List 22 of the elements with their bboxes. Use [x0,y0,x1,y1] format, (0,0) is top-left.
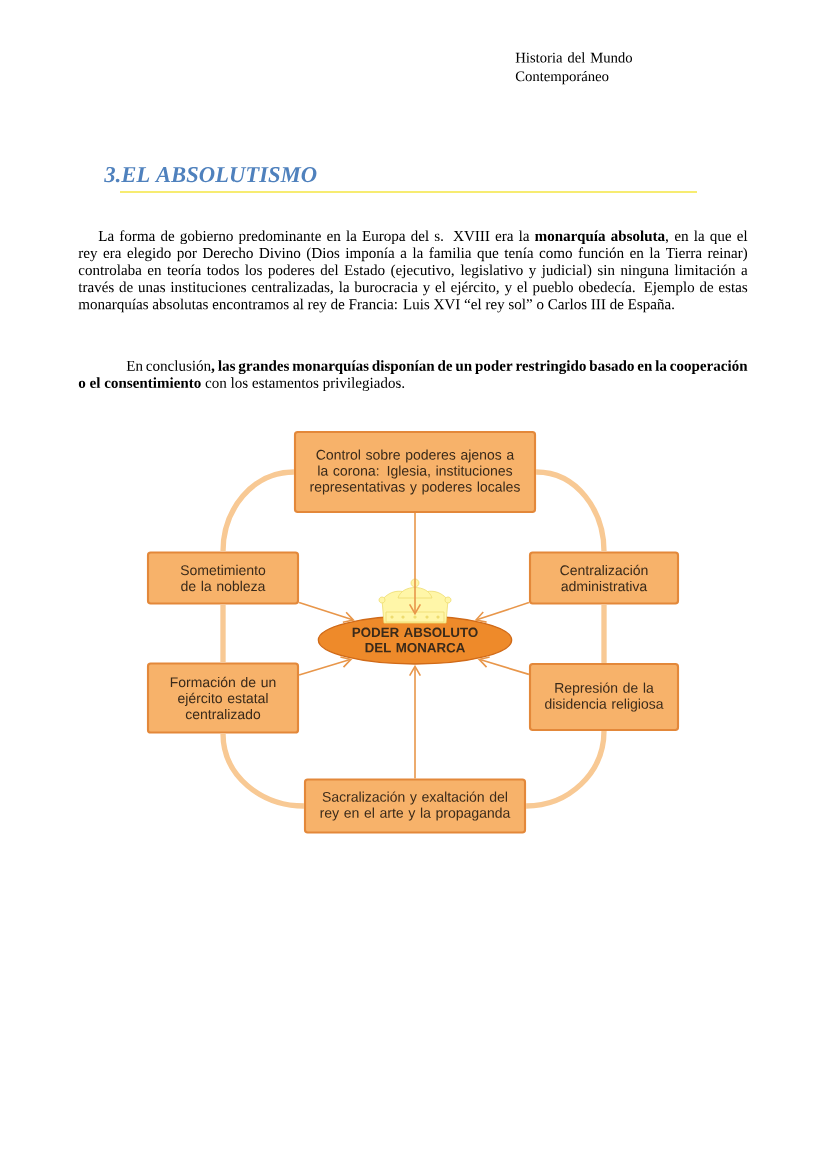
connector-line [525,730,607,809]
process-box: Centralización administrativa [528,551,680,605]
connector-line [220,604,226,663]
process-box: Formación de un ejército estatal centralizado [146,662,300,734]
arrow [298,601,355,624]
process-box: Sometimiento de la nobleza [146,551,300,605]
arrow [408,512,422,616]
process-box: Control sobre poderes ajenos a la corona: Iglesia, instituciones representativas y poderes locales [293,430,537,514]
connector-line [220,733,305,809]
process-box: Represión de la disidencia religiosa [528,662,680,732]
connector-line [220,469,295,552]
process-box: Sacralización y exaltación del rey en el arte y la propaganda [303,778,527,834]
arrow [298,656,353,676]
arrow [474,601,530,623]
arrow [477,656,530,676]
header-text: Historia del Mundo Contemporáneo [515,52,633,85]
connector-line [535,469,607,552]
paragraph: La forma de gobierno predominante en la Europa del s. XVIII era la monarquía absoluta, en la que el rey era elegido por Derecho Divino (Dios imponía a la familia que tenía como función en la Tierra reinar) controlaba en teoría todos los poderes del Estado (ejecutivo, legislativo y judicial) sin ninguna limitación a través de unas instituciones centralizadas, la burocracia y el ejército, y el pueblo obedecía. Ejemplo de estas monarquías absolutas encontramos al rey de Francia: Luis XVI “el rey sol” o Carlos III de España. [78,230,748,313]
arrow [408,664,422,780]
connector-line [601,604,607,663]
paragraph: En conclusión, las grandes monarquías disponían de un poder restringido basado en la cooperación o el consentimiento con los estamentos privilegiados. [78,360,748,392]
section-title: 3.EL ABSOLUTISMO [104,167,317,183]
